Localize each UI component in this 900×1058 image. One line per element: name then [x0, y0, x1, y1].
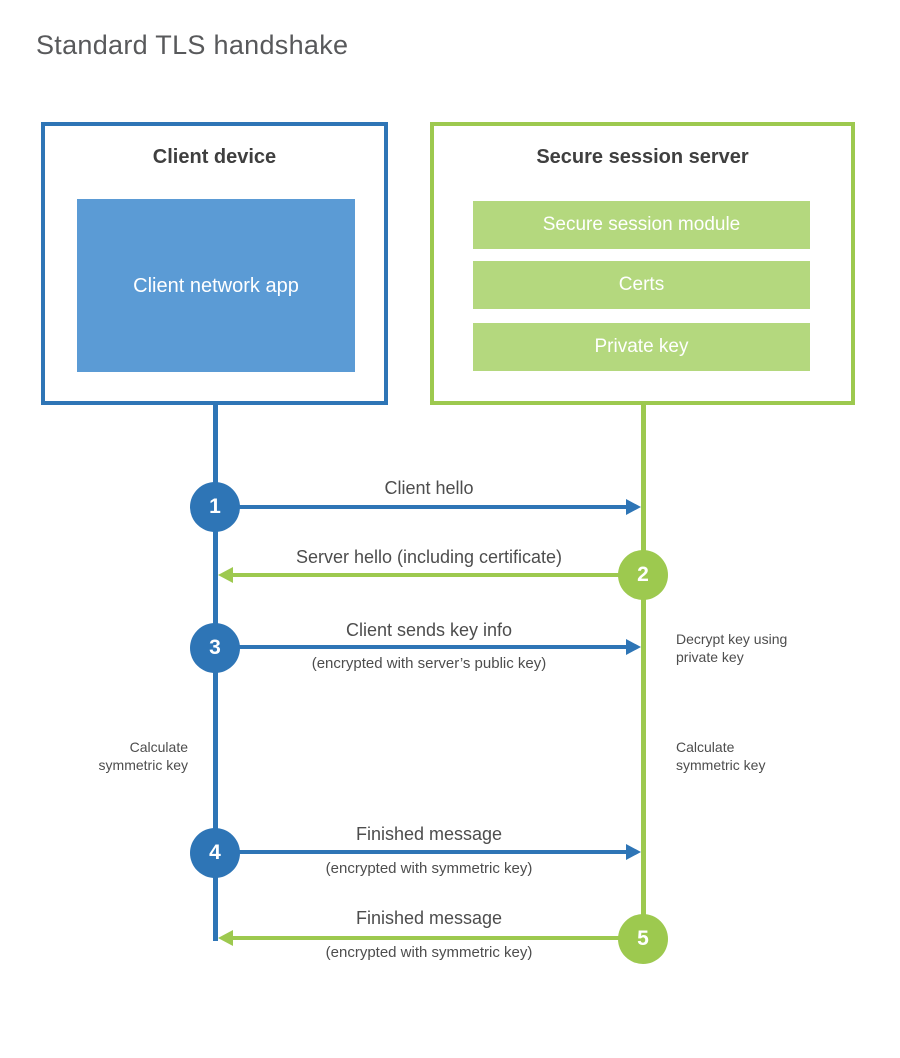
step-1-label: Client hello: [384, 478, 474, 498]
step-1-arrow-client-to-server: [215, 499, 641, 515]
secure-session-server-heading: Secure session server: [536, 146, 749, 168]
step-3-label: Client sends key info: [345, 620, 513, 640]
diagram-title: Standard TLS handshake: [36, 30, 349, 60]
step-3-sublabel: (encrypted with server’s public key): [311, 655, 547, 672]
step-4-arrow-client-to-server: [215, 844, 641, 860]
client-network-app-box: Client network app: [77, 199, 355, 372]
step-5-arrow-server-to-client: [218, 930, 643, 946]
server-module-secure-session-module: Secure session module: [473, 201, 810, 249]
step-4-label: Finished message: [355, 824, 503, 844]
step-3-badge: 3: [190, 623, 240, 673]
server-lifeline: [641, 405, 646, 941]
step-5-sublabel: (encrypted with symmetric key): [325, 944, 533, 961]
server-calculate-symmetric-key-note: Calculate symmetric key: [676, 739, 766, 773]
client-device-box: Client device Client network app: [41, 122, 388, 405]
client-network-app-label: Client network app: [133, 274, 299, 297]
step-4-badge: 4: [190, 828, 240, 878]
server-module-private-key: Private key: [473, 323, 810, 371]
step-2-arrow-server-to-client: [218, 567, 643, 583]
step-2-badge: 2: [618, 550, 668, 600]
secure-session-server-box: Secure session server Secure session mod…: [430, 122, 855, 405]
client-calculate-symmetric-key-note: Calculate symmetric key: [98, 739, 188, 773]
step-5-badge: 5: [618, 914, 668, 964]
client-device-heading: Client device: [152, 146, 277, 168]
step-4-sublabel: (encrypted with symmetric key): [325, 860, 533, 877]
client-lifeline: [213, 405, 218, 941]
step-1-badge: 1: [190, 482, 240, 532]
step-3-arrow-client-to-server: [215, 639, 641, 655]
server-module-certs: Certs: [473, 261, 810, 309]
step-2-label: Server hello (including certificate): [295, 547, 563, 567]
step-5-label: Finished message: [355, 908, 503, 928]
decrypt-key-note: Decrypt key using private key: [676, 631, 788, 665]
